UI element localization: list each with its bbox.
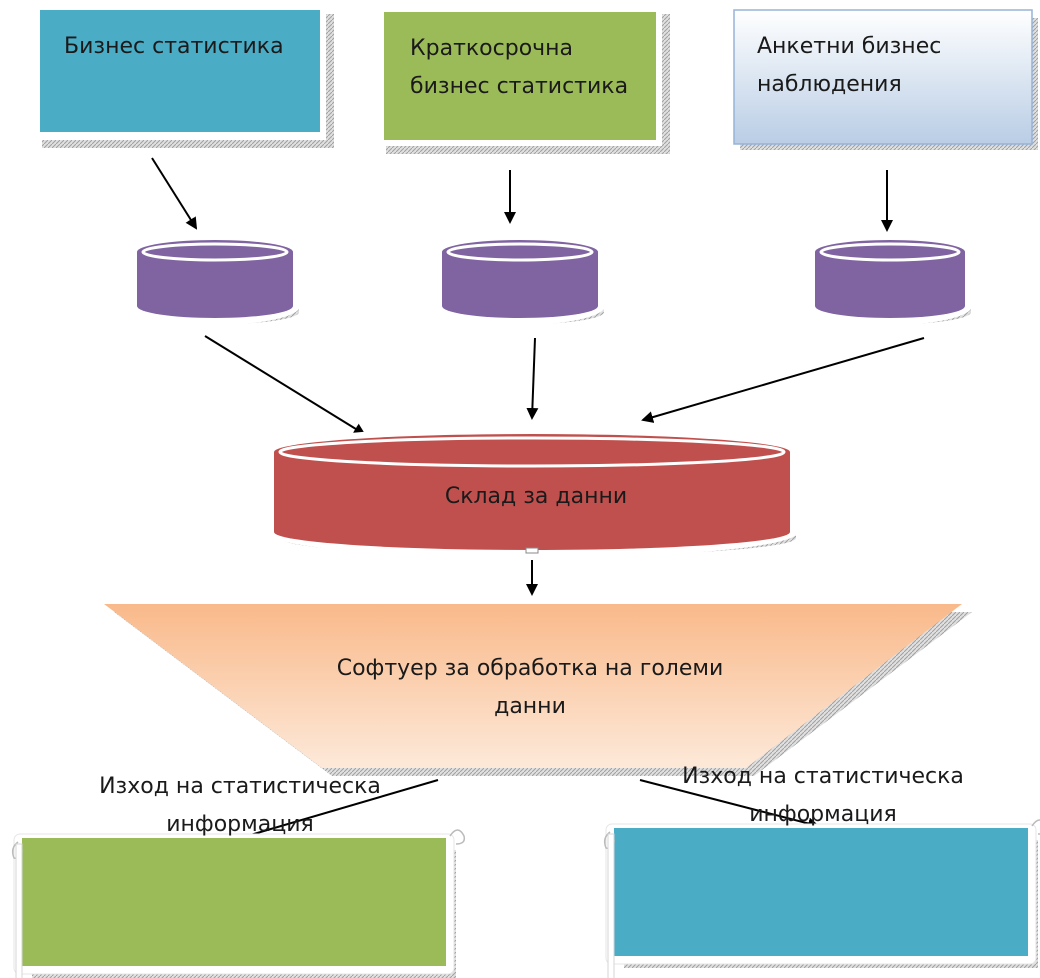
output-2-line-1: Изход на статистическа [682,764,964,789]
arrow-src1-to-db1 [151,157,198,230]
source-3-label: Анкетни бизнес наблюдения [757,28,1017,104]
source-2-line-2: бизнес статистика [410,74,629,99]
output-1-label: Изход на статистическа информация [30,768,450,844]
source-1-label: Бизнес статистика [64,28,324,66]
output-1-line-1: Изход на статистическа [99,774,381,799]
warehouse-label: Склад за данни [276,478,796,516]
software-line-1: Софтуер за обработка на големи [336,656,724,681]
source-3-line-2: наблюдения [757,72,902,97]
source-box-business-statistics [34,6,334,148]
arrow-db2-to-warehouse [526,337,539,420]
output-scroll-1 [11,829,466,978]
warehouse-label-text: Склад за данни [444,484,628,509]
source-1-line-1: Бизнес статистика [64,34,284,59]
source-box-short-term-statistics [378,6,670,154]
software-label: Софтуер за обработка на големи данни [300,650,760,726]
arrow-software-to-output-2 [639,779,820,830]
output-2-label: Изход на статистическа информация [618,758,1028,834]
database-3 [808,233,972,325]
output-1-line-2: информация [166,812,314,837]
big-data-software [104,604,972,776]
arrow-db1-to-warehouse [204,335,366,436]
data-warehouse [266,426,798,558]
database-2 [435,233,605,325]
output-2-line-2: информация [749,802,897,827]
warehouse-handle [525,547,539,554]
source-2-label: Краткосрочна бизнес статистика [410,30,650,106]
software-line-2: данни [494,694,566,719]
arrow-db3-to-warehouse [641,337,925,423]
source-2-line-1: Краткосрочна [410,36,574,61]
source-3-line-1: Анкетни бизнес [757,34,942,59]
database-1 [130,233,300,325]
source-box-survey-observations [733,9,1038,150]
output-scroll-2 [603,819,1040,978]
